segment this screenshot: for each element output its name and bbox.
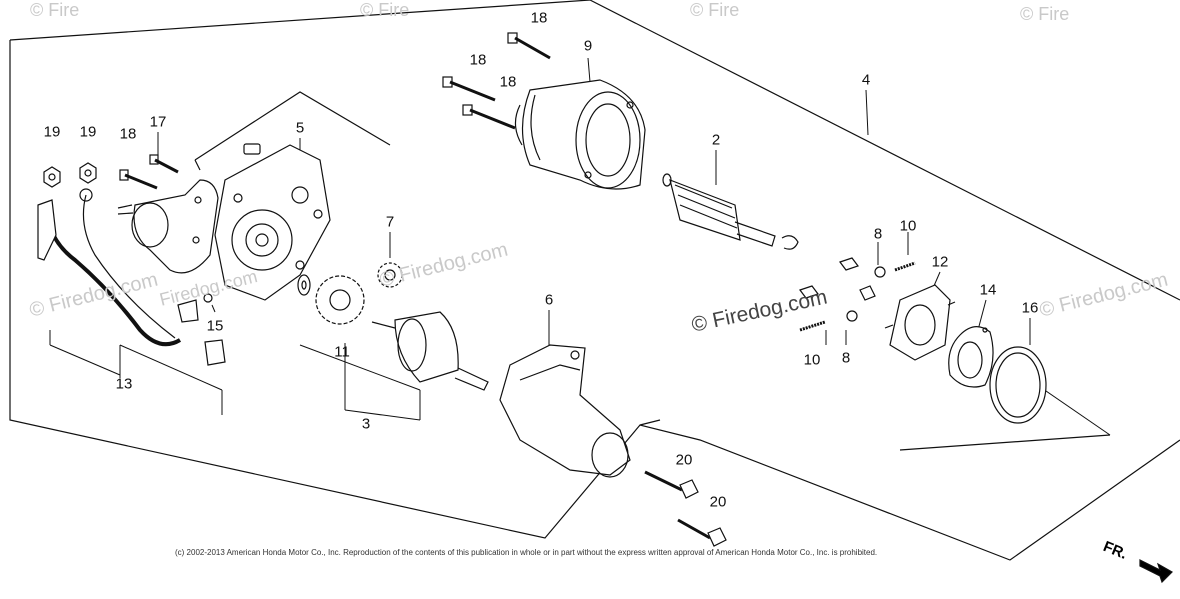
callout-19: 19 <box>43 123 61 141</box>
callout-18: 18 <box>119 125 137 143</box>
callout-17: 17 <box>149 113 167 131</box>
callout-7: 7 <box>385 213 395 231</box>
part-plate <box>948 326 994 388</box>
part-bolts-small <box>119 154 179 190</box>
callout-15: 15 <box>206 317 224 335</box>
part-brushes-springs <box>799 257 916 332</box>
callout-18: 18 <box>530 9 548 27</box>
part-cable <box>37 188 226 366</box>
callout-11: 11 <box>334 343 350 361</box>
callout-6: 6 <box>544 291 554 309</box>
direction-arrow <box>1139 559 1173 584</box>
part-armature <box>662 173 799 250</box>
part-nuts <box>43 162 97 188</box>
callout-3: 3 <box>361 415 371 433</box>
part-gear-housing <box>499 344 631 478</box>
callout-19: 19 <box>79 123 97 141</box>
assembly-outline <box>9 0 1180 561</box>
part-brush-holder <box>884 284 956 361</box>
callout-4: 4 <box>861 71 871 89</box>
part-pinion <box>371 311 489 391</box>
callout-20: 20 <box>709 493 727 511</box>
callout-9: 9 <box>583 37 593 55</box>
callout-13: 13 <box>115 375 133 393</box>
callout-18: 18 <box>499 73 517 91</box>
part-solenoid <box>117 179 219 274</box>
callout-8: 8 <box>873 225 883 243</box>
watermark: © Fire <box>360 0 410 20</box>
callout-10: 10 <box>899 217 917 235</box>
callout-10: 10 <box>803 351 821 369</box>
part-yoke-housing <box>514 79 646 190</box>
part-front-bracket <box>214 143 331 301</box>
callout-8: 8 <box>841 349 851 367</box>
watermark: © Fire <box>1020 4 1070 24</box>
callout-2: 2 <box>711 131 721 149</box>
callout-5: 5 <box>295 119 305 137</box>
sub-assembly-outline <box>194 91 391 171</box>
callout-14: 14 <box>979 281 997 299</box>
part-rear-cover <box>989 346 1047 424</box>
part-through-bolts <box>442 32 551 130</box>
callout-12: 12 <box>931 253 949 271</box>
part-gears <box>203 262 403 325</box>
part-bolts-bottom <box>644 470 727 547</box>
copyright-notice: (c) 2002-2013 American Honda Motor Co., … <box>175 548 878 557</box>
callout-16: 16 <box>1021 299 1039 317</box>
callout-20: 20 <box>675 451 693 469</box>
callout-18: 18 <box>469 51 487 69</box>
watermark: © Fire <box>690 0 740 20</box>
watermark: © Fire <box>30 0 80 20</box>
